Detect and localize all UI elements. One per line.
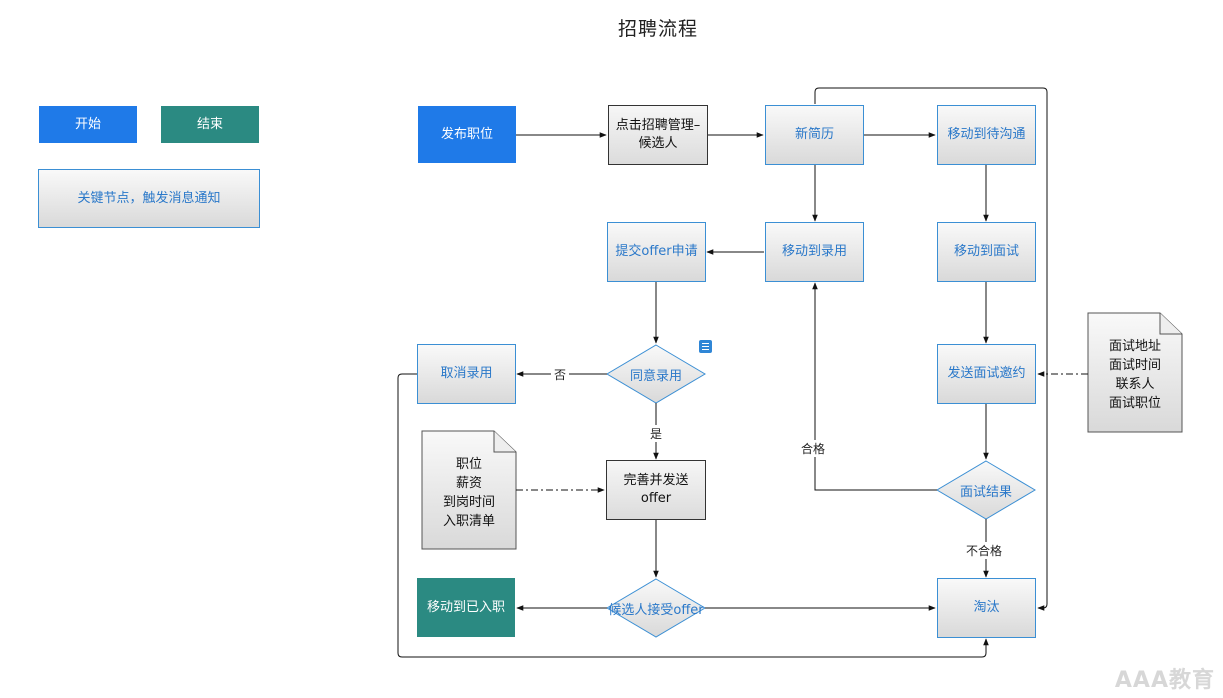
doc-line: 职位 [455,457,482,472]
doc-line: 薪资 [455,476,482,491]
note-icon[interactable] [699,340,712,353]
node-eliminate[interactable]: 淘汰 [937,578,1036,638]
doc-line: 到岗时间 [442,495,495,510]
node-move-to-onboard[interactable]: 移动到已入职 [417,578,515,637]
interview-document-text: 面试地址 面试时间 联系人 面试职位 [1088,337,1182,413]
offer-document-text: 职位 薪资 到岗时间 入职清单 [422,455,516,531]
node-complete-offer[interactable]: 完善并发送offer [606,460,706,520]
interview-document-fold [1159,313,1182,335]
node-publish[interactable]: 发布职位 [418,106,516,163]
interview-document-shape [1087,312,1183,433]
doc-line: 联系人 [1115,377,1155,392]
legend-start: 开始 [39,106,137,143]
doc-line: 面试职位 [1108,396,1161,411]
node-recruit-manage[interactable]: 点击招聘管理–候选人 [608,105,708,165]
node-interview-result-label[interactable]: 面试结果 [959,484,1012,500]
node-cancel-hire[interactable]: 取消录用 [417,344,516,404]
node-new-resume[interactable]: 新简历 [765,105,864,165]
node-agree-hire-label[interactable]: 同意录用 [629,368,682,384]
accept-offer-diamond [606,578,706,638]
watermark-logo: AAA教育 [1114,668,1215,693]
offer-document-shape [421,430,517,550]
edge-label-no: 否 [551,366,570,383]
edge-label-yes: 是 [647,425,666,442]
diagram-title: 招聘流程 [617,18,698,40]
edge-result-to-hire [812,282,937,491]
doc-line: 入职清单 [442,514,495,529]
legend-end: 结束 [161,106,259,143]
doc-line: 面试时间 [1108,358,1161,373]
node-send-invite[interactable]: 发送面试邀约 [937,344,1036,404]
edge-label-pass: 合格 [798,440,829,457]
offer-document-fold [493,431,516,453]
node-move-to-hire[interactable]: 移动到录用 [765,222,864,282]
edge-new-to-eliminate-loop [814,87,1048,611]
edge-cancel-to-eliminate-loop [397,373,989,658]
node-accept-offer-label[interactable]: 候选人接受offer [608,602,704,618]
node-move-to-contact[interactable]: 移动到待沟通 [937,105,1036,165]
edge-label-fail: 不合格 [963,542,1006,559]
node-move-to-interview[interactable]: 移动到面试 [937,222,1036,282]
doc-line: 面试地址 [1108,339,1161,354]
legend-key-node: 关键节点，触发消息通知 [38,169,260,228]
node-submit-offer[interactable]: 提交offer申请 [607,222,706,282]
